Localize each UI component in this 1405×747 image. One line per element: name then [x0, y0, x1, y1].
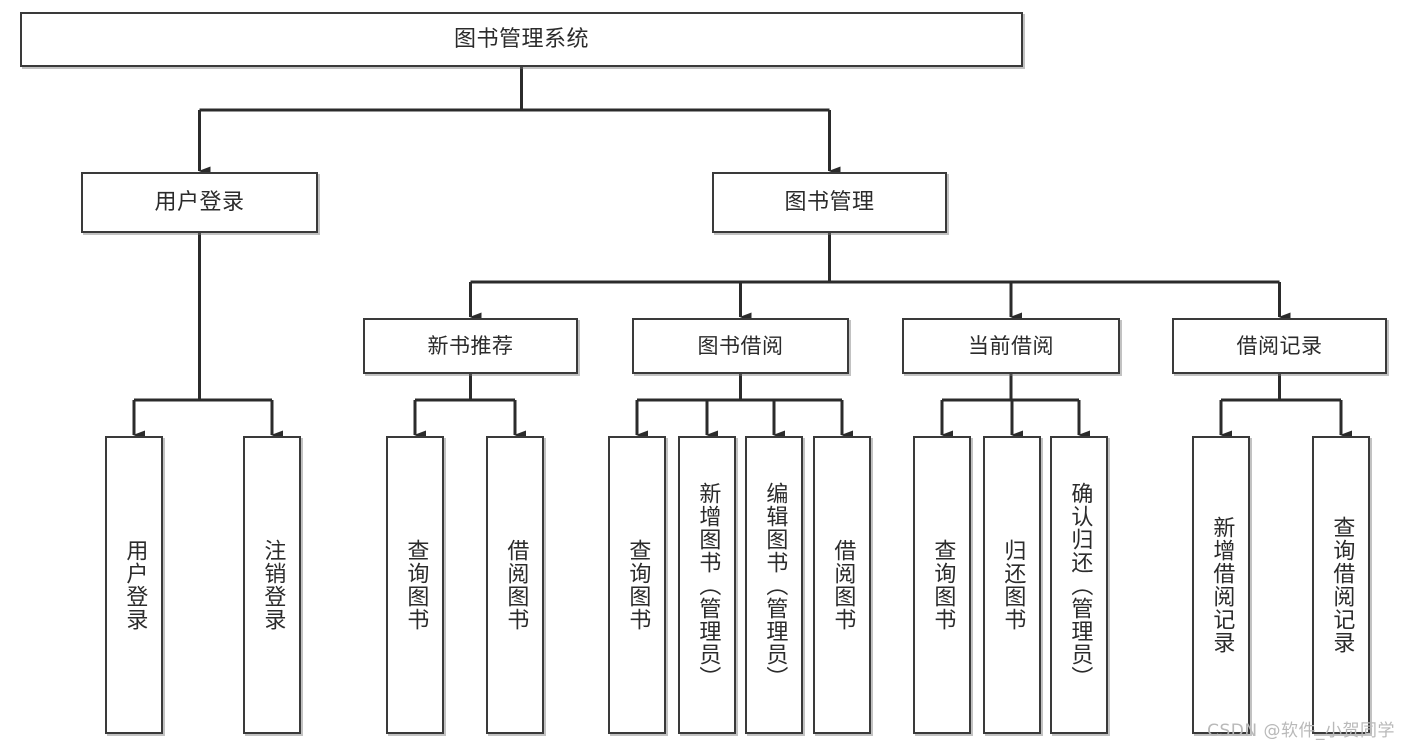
node-label-current-borrow: 当前借阅 [968, 333, 1054, 358]
watermark-label: CSDN @软件_小贺同学 [1207, 721, 1395, 741]
node-book-management[interactable]: 图书管理 [712, 172, 947, 233]
node-new-book-recommend[interactable]: 新书推荐 [363, 318, 578, 374]
node-label-leaf-query-record: 查询借阅记录 [1329, 516, 1355, 654]
node-label-root: 图书管理系统 [453, 26, 589, 52]
node-leaf-borrow-book[interactable]: 借阅图书 [813, 436, 871, 734]
node-leaf-confirm-return[interactable]: 确认归还（管理员） [1050, 436, 1108, 734]
node-label-borrow-record: 借阅记录 [1236, 333, 1323, 358]
node-leaf-query-book-cur[interactable]: 查询图书 [913, 436, 971, 734]
node-label-book-management: 图书管理 [784, 189, 875, 215]
node-label-leaf-query-book-cur: 查询图书 [930, 539, 956, 631]
node-label-leaf-user-login: 用户登录 [122, 539, 148, 631]
node-label-user-login: 用户登录 [154, 189, 245, 215]
node-leaf-add-book[interactable]: 新增图书（管理员） [678, 436, 736, 734]
node-current-borrow[interactable]: 当前借阅 [902, 318, 1120, 374]
node-label-leaf-add-record: 新增借阅记录 [1209, 516, 1235, 654]
node-leaf-query-book-rec[interactable]: 查询图书 [386, 436, 444, 734]
node-label-book-borrow: 图书借阅 [697, 333, 784, 358]
node-root[interactable]: 图书管理系统 [20, 12, 1023, 67]
node-label-leaf-logout: 注销登录 [260, 539, 286, 631]
node-label-leaf-return-book: 归还图书 [1000, 539, 1026, 631]
node-label-new-book-recommend: 新书推荐 [427, 333, 514, 358]
node-label-leaf-edit-book: 编辑图书（管理员） [762, 481, 788, 689]
node-leaf-logout[interactable]: 注销登录 [243, 436, 301, 734]
node-borrow-record[interactable]: 借阅记录 [1172, 318, 1387, 374]
node-label-leaf-borrow-book: 借阅图书 [830, 539, 856, 631]
node-label-leaf-query-book: 查询图书 [625, 539, 651, 631]
node-leaf-add-record[interactable]: 新增借阅记录 [1192, 436, 1250, 734]
node-leaf-borrow-book-rec[interactable]: 借阅图书 [486, 436, 544, 734]
node-leaf-return-book[interactable]: 归还图书 [983, 436, 1041, 734]
node-label-leaf-confirm-return: 确认归还（管理员） [1067, 481, 1093, 689]
node-leaf-query-book[interactable]: 查询图书 [608, 436, 666, 734]
node-label-leaf-query-book-rec: 查询图书 [403, 539, 429, 631]
node-book-borrow[interactable]: 图书借阅 [632, 318, 849, 374]
node-label-leaf-add-book: 新增图书（管理员） [695, 481, 721, 689]
node-leaf-edit-book[interactable]: 编辑图书（管理员） [745, 436, 803, 734]
node-leaf-user-login[interactable]: 用户登录 [105, 436, 163, 734]
node-leaf-query-record[interactable]: 查询借阅记录 [1312, 436, 1370, 734]
node-label-leaf-borrow-book-rec: 借阅图书 [503, 539, 529, 631]
node-user-login[interactable]: 用户登录 [81, 172, 318, 233]
